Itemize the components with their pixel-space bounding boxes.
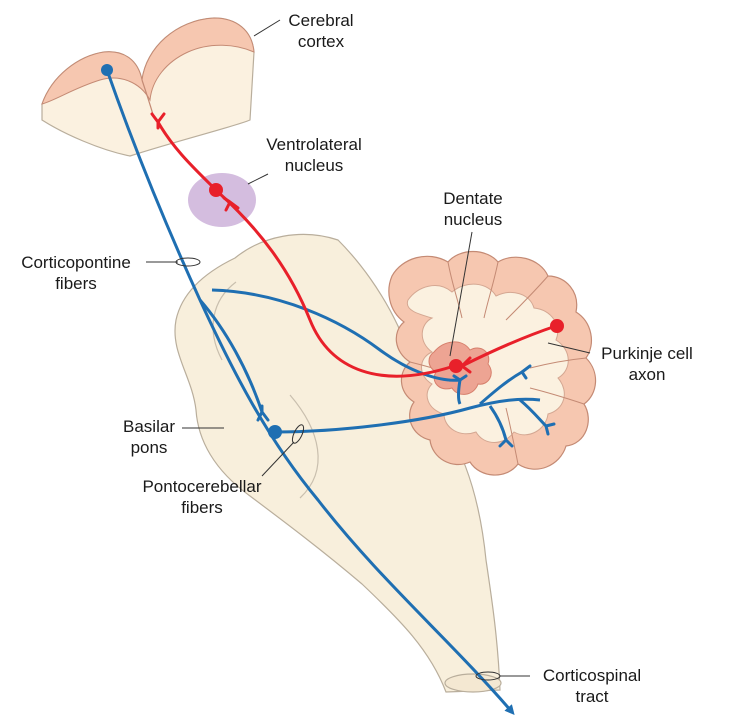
thalamic-neuron-body bbox=[209, 183, 223, 197]
purkinje-cell-body bbox=[550, 319, 564, 333]
corticopontine-marker bbox=[176, 258, 200, 266]
label-cerebral-cortex: Cerebral cortex bbox=[276, 10, 366, 52]
label-purkinje-cell-axon: Purkinje cell axon bbox=[594, 343, 700, 385]
label-corticopontine-fibers: Corticopontine fibers bbox=[6, 252, 146, 294]
pontine-neuron-body bbox=[268, 425, 282, 439]
pontocerebellar-branch bbox=[459, 380, 461, 404]
label-dentate-nucleus: Dentate nucleus bbox=[428, 188, 518, 230]
label-corticospinal-tract: Corticospinal tract bbox=[532, 665, 652, 707]
label-basilar-pons: Basilar pons bbox=[116, 416, 182, 458]
label-ventrolateral-nucleus: Ventrolateral nucleus bbox=[254, 134, 374, 176]
cortical-neuron-body bbox=[101, 64, 113, 76]
dentate-neuron-body bbox=[449, 359, 463, 373]
label-pontocerebellar-fibers: Pontocerebellar fibers bbox=[134, 476, 270, 518]
